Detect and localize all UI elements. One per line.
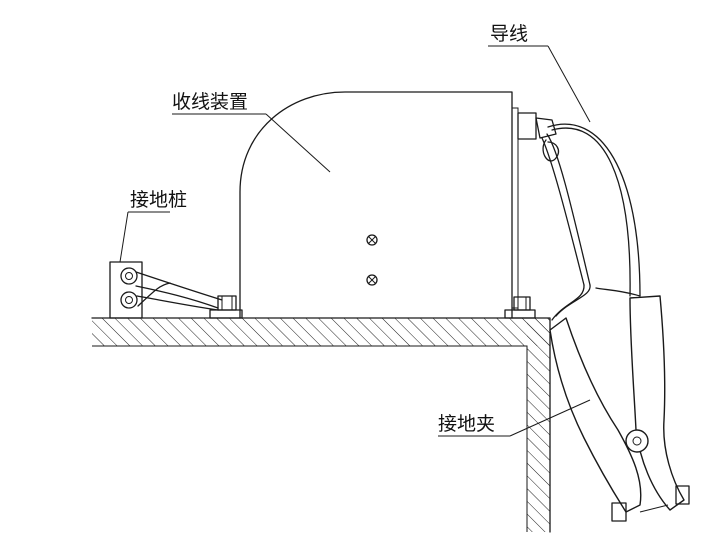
screw-icon [366,274,378,286]
bolt-icon [513,296,531,311]
leader-lines [119,45,591,437]
nut-icon [120,291,138,309]
label-reel: 收线装置 [172,91,248,113]
label-wire: 导线 [490,23,528,45]
reel-housing [209,91,557,319]
label-ground-clamp: 接地夹 [438,413,495,435]
screw-icon [366,234,378,246]
nut-icon [120,267,138,285]
ground-stake [109,261,223,319]
label-ground-stake: 接地桩 [130,189,187,211]
wire-bundle [541,123,641,321]
ground-clamp [549,295,690,522]
bolt-icon [217,295,237,311]
pivot-icon [625,429,649,453]
ground-surface [91,317,551,533]
